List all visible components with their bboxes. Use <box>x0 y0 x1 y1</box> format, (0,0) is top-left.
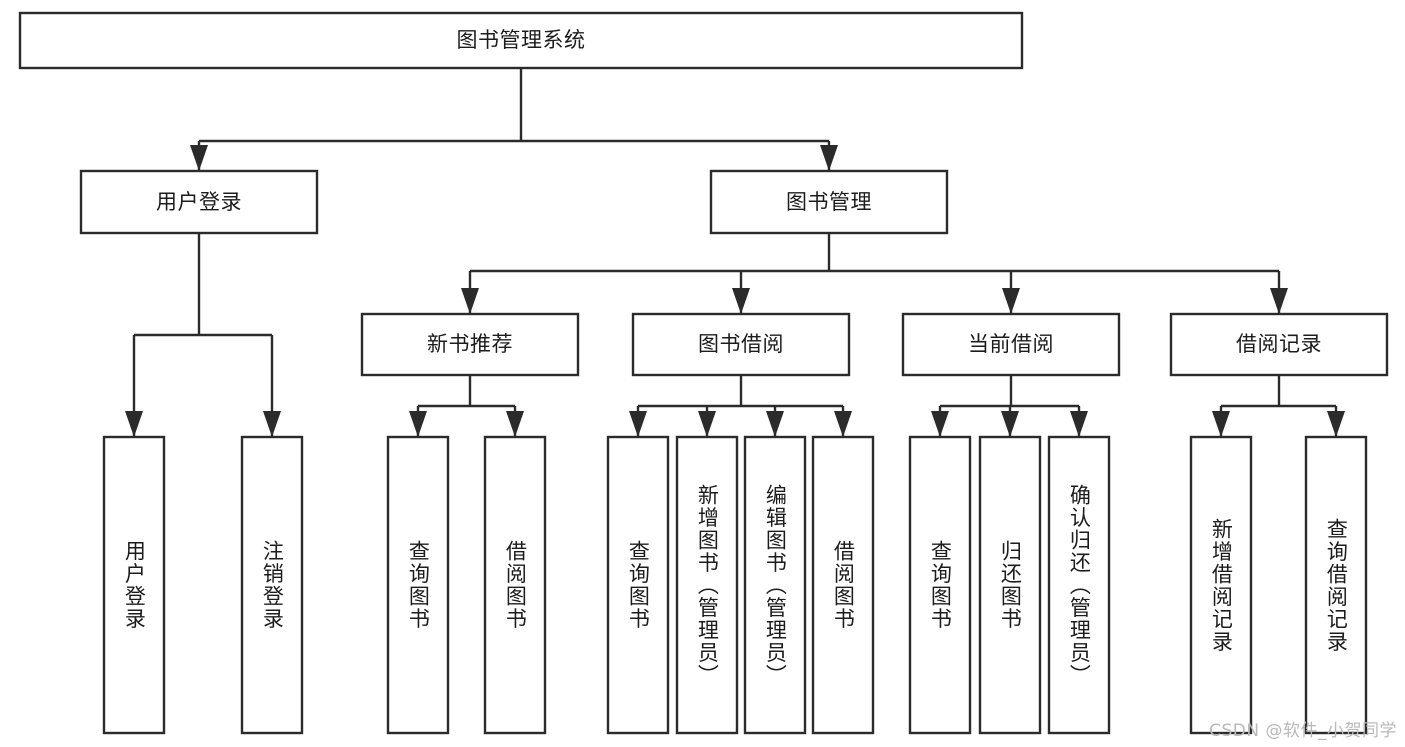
arrow-head-icon <box>820 145 838 171</box>
arrow-head-icon <box>1001 411 1019 437</box>
arrow-head-icon <box>931 411 949 437</box>
node-借阅图书-box[interactable] <box>811 435 875 735</box>
node-新增图书管理员-box[interactable] <box>675 435 739 735</box>
arrow-head-icon <box>1002 288 1020 314</box>
node-借阅图书-box[interactable] <box>483 435 547 735</box>
connector-layer <box>125 68 1345 437</box>
node-查询图书-box[interactable] <box>386 435 450 735</box>
node-注销登录-box[interactable] <box>240 435 304 735</box>
node-用户登录-box[interactable] <box>79 169 319 235</box>
node-确认归还管理员-box[interactable] <box>1047 435 1111 735</box>
watermark: CSDN @软件_小贺同学 <box>1209 721 1397 741</box>
node-查询图书-box[interactable] <box>606 435 670 735</box>
arrow-head-icon <box>263 411 281 437</box>
node-编辑图书管理员-box[interactable] <box>743 435 807 735</box>
box-layer <box>18 11 1389 735</box>
arrow-head-icon <box>1270 288 1288 314</box>
arrow-head-icon <box>698 411 716 437</box>
node-图书管理-box[interactable] <box>709 169 949 235</box>
node-新书推荐-box[interactable] <box>360 312 580 377</box>
node-查询图书-box[interactable] <box>908 435 972 735</box>
node-新增借阅记录-box[interactable] <box>1189 435 1253 735</box>
node-当前借阅-box[interactable] <box>901 312 1121 377</box>
node-查询借阅记录-box[interactable] <box>1304 435 1368 735</box>
arrow-head-icon <box>461 288 479 314</box>
arrow-head-icon <box>732 288 750 314</box>
arrow-head-icon <box>190 145 208 171</box>
arrow-head-icon <box>766 411 784 437</box>
arrow-head-icon <box>409 411 427 437</box>
arrow-head-icon <box>506 411 524 437</box>
node-图书管理系统-box[interactable] <box>18 11 1024 70</box>
arrow-head-icon <box>1070 411 1088 437</box>
arrow-head-icon <box>1212 411 1230 437</box>
node-归还图书-box[interactable] <box>978 435 1042 735</box>
node-用户登录-box[interactable] <box>102 435 166 735</box>
arrow-head-icon <box>125 411 143 437</box>
arrow-head-icon <box>834 411 852 437</box>
node-图书借阅-box[interactable] <box>631 312 851 377</box>
node-借阅记录-box[interactable] <box>1169 312 1389 377</box>
arrow-head-icon <box>629 411 647 437</box>
arrow-head-icon <box>1327 411 1345 437</box>
